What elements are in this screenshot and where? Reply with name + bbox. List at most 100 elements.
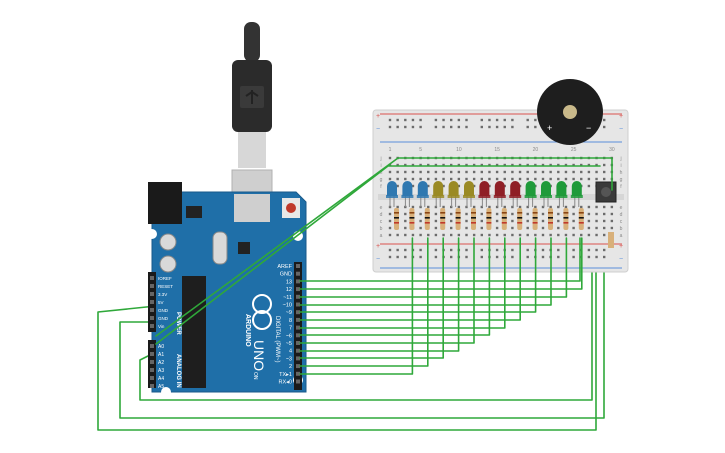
resistor[interactable] bbox=[517, 208, 523, 230]
breadboard-hole[interactable] bbox=[595, 212, 598, 216]
breadboard-hole[interactable] bbox=[450, 170, 453, 174]
breadboard-hole[interactable] bbox=[419, 212, 422, 216]
rail-hole[interactable] bbox=[572, 255, 575, 259]
breadboard-hole[interactable] bbox=[488, 233, 491, 237]
breadboard-hole[interactable] bbox=[465, 177, 468, 181]
digital-pin[interactable] bbox=[296, 333, 300, 338]
rail-hole[interactable] bbox=[572, 248, 575, 252]
breadboard-hole[interactable] bbox=[465, 233, 468, 237]
breadboard-hole[interactable] bbox=[396, 233, 399, 237]
breadboard-hole[interactable] bbox=[434, 163, 438, 167]
breadboard-hole[interactable] bbox=[534, 163, 537, 167]
breadboard-hole[interactable] bbox=[472, 163, 476, 167]
breadboard-hole[interactable] bbox=[549, 205, 552, 209]
rail-hole[interactable] bbox=[419, 248, 422, 252]
breadboard-hole[interactable] bbox=[472, 233, 476, 237]
rail-hole[interactable] bbox=[450, 118, 453, 122]
analog-pin[interactable] bbox=[150, 368, 154, 372]
breadboard-hole[interactable] bbox=[534, 233, 537, 237]
breadboard-hole[interactable] bbox=[427, 233, 430, 237]
breadboard-hole[interactable] bbox=[419, 163, 422, 167]
breadboard-hole[interactable] bbox=[526, 233, 529, 237]
breadboard-hole[interactable] bbox=[557, 177, 560, 181]
rail-hole[interactable] bbox=[404, 255, 407, 259]
breadboard-hole[interactable] bbox=[595, 170, 598, 174]
rail-hole[interactable] bbox=[526, 248, 529, 252]
breadboard-hole[interactable] bbox=[511, 163, 514, 167]
led-blue[interactable] bbox=[402, 181, 413, 196]
breadboard-hole[interactable] bbox=[411, 205, 415, 209]
breadboard-hole[interactable] bbox=[518, 205, 522, 209]
rail-hole[interactable] bbox=[503, 125, 506, 129]
rail-hole[interactable] bbox=[603, 248, 606, 252]
breadboard-hole[interactable] bbox=[541, 212, 545, 216]
breadboard-hole[interactable] bbox=[434, 177, 438, 181]
resistor[interactable] bbox=[455, 208, 461, 230]
resistor[interactable] bbox=[471, 208, 476, 230]
breadboard-hole[interactable] bbox=[396, 184, 399, 188]
digital-wire[interactable] bbox=[299, 237, 537, 313]
led-blue[interactable] bbox=[387, 181, 397, 196]
breadboard-hole[interactable] bbox=[411, 163, 415, 167]
breadboard-hole[interactable] bbox=[557, 205, 560, 209]
digital-pin[interactable] bbox=[296, 279, 300, 284]
rail-hole[interactable] bbox=[396, 125, 399, 129]
power-pin[interactable] bbox=[150, 276, 154, 280]
breadboard-hole[interactable] bbox=[411, 177, 415, 181]
breadboard-hole[interactable] bbox=[549, 233, 552, 237]
breadboard-hole[interactable] bbox=[603, 219, 606, 223]
breadboard-hole[interactable] bbox=[411, 233, 415, 237]
breadboard-hole[interactable] bbox=[534, 170, 537, 174]
gnd-wire[interactable] bbox=[155, 157, 613, 337]
breadboard-hole[interactable] bbox=[526, 163, 529, 167]
breadboard-hole[interactable] bbox=[595, 226, 598, 230]
digital-wire[interactable] bbox=[299, 237, 521, 321]
breadboard-hole[interactable] bbox=[495, 226, 499, 230]
breadboard-hole[interactable] bbox=[442, 233, 445, 237]
led-green[interactable] bbox=[525, 181, 536, 196]
led-green[interactable] bbox=[571, 181, 582, 196]
breadboard-hole[interactable] bbox=[396, 177, 399, 181]
breadboard-hole[interactable] bbox=[442, 184, 445, 188]
breadboard-hole[interactable] bbox=[388, 212, 392, 216]
breadboard-hole[interactable] bbox=[518, 170, 522, 174]
breadboard-hole[interactable] bbox=[587, 212, 591, 216]
rail-hole[interactable] bbox=[396, 248, 399, 252]
breadboard-hole[interactable] bbox=[580, 233, 583, 237]
rail-hole[interactable] bbox=[480, 248, 483, 252]
breadboard-hole[interactable] bbox=[518, 233, 522, 237]
breadboard-hole[interactable] bbox=[488, 184, 491, 188]
rail-hole[interactable] bbox=[434, 118, 438, 122]
rail-hole[interactable] bbox=[541, 248, 545, 252]
reset-button[interactable] bbox=[286, 203, 296, 213]
breadboard-hole[interactable] bbox=[572, 233, 575, 237]
breadboard-hole[interactable] bbox=[396, 163, 399, 167]
breadboard-hole[interactable] bbox=[495, 233, 499, 237]
breadboard-hole[interactable] bbox=[572, 219, 575, 223]
rail-hole[interactable] bbox=[419, 125, 422, 129]
breadboard-hole[interactable] bbox=[526, 205, 529, 209]
breadboard-hole[interactable] bbox=[557, 219, 560, 223]
rail-hole[interactable] bbox=[503, 118, 506, 122]
digital-wire[interactable] bbox=[299, 237, 583, 290]
breadboard-hole[interactable] bbox=[503, 205, 506, 209]
breadboard-hole[interactable] bbox=[427, 170, 430, 174]
breadboard-hole[interactable] bbox=[526, 170, 529, 174]
resistor[interactable] bbox=[532, 208, 538, 230]
breadboard-hole[interactable] bbox=[457, 184, 461, 188]
rail-hole[interactable] bbox=[404, 125, 407, 129]
breadboard-hole[interactable] bbox=[572, 177, 575, 181]
breadboard-hole[interactable] bbox=[610, 219, 614, 223]
digital-pin[interactable] bbox=[296, 317, 300, 322]
breadboard-hole[interactable] bbox=[518, 163, 522, 167]
breadboard-hole[interactable] bbox=[495, 219, 499, 223]
breadboard-hole[interactable] bbox=[603, 233, 606, 237]
breadboard-hole[interactable] bbox=[442, 205, 445, 209]
usb-cable[interactable] bbox=[231, 22, 273, 221]
breadboard-hole[interactable] bbox=[480, 170, 483, 174]
breadboard-hole[interactable] bbox=[442, 177, 445, 181]
led-red[interactable] bbox=[494, 181, 505, 196]
breadboard-hole[interactable] bbox=[511, 226, 514, 230]
analog-pin[interactable] bbox=[150, 384, 154, 388]
rail-hole[interactable] bbox=[396, 118, 399, 122]
